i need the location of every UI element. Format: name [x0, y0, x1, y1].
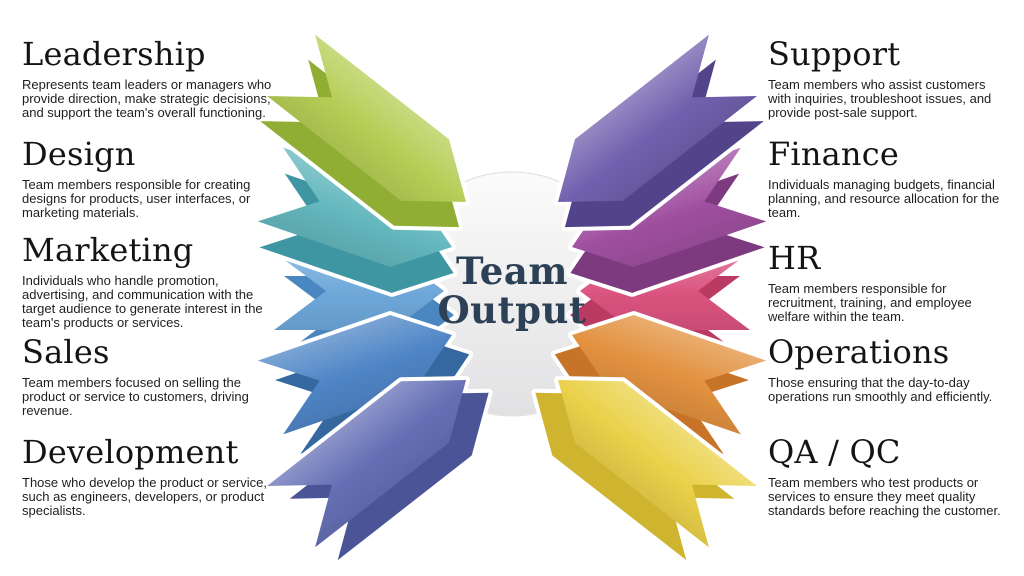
section-title: HR	[768, 239, 821, 277]
section-description: Those who develop the product or service…	[22, 475, 267, 519]
section-support: Support Team members who assist customer…	[768, 35, 1008, 120]
arrow-left-1	[253, 143, 458, 297]
arrow-front-face	[572, 315, 767, 435]
section-marketing: Marketing Individuals who handle promoti…	[22, 231, 274, 330]
arrow-left-4	[263, 376, 493, 565]
section-sales: Sales Team members focused on selling th…	[22, 333, 274, 418]
arrow-front-face	[267, 34, 466, 202]
arrow-right-0	[554, 30, 768, 232]
section-title: Support	[768, 35, 901, 73]
section-description: Team members focused on selling the prod…	[22, 375, 249, 419]
section-description: Team members responsible for recruitment…	[768, 281, 972, 325]
arrow-front-face	[257, 147, 452, 267]
arrow-front-face	[257, 315, 452, 435]
section-design: Design Team members responsible for crea…	[22, 135, 274, 220]
section-leadership: Leadership Represents team leaders or ma…	[22, 35, 274, 120]
section-title: Leadership	[22, 35, 206, 73]
section-hr: HR Team members responsible for recruitm…	[768, 239, 1008, 324]
section-title: Marketing	[22, 231, 194, 269]
section-description: Team members responsible for creating de…	[22, 177, 251, 221]
section-description: Individuals who handle promotion, advert…	[22, 273, 263, 331]
arrow-front-face	[267, 380, 466, 548]
section-title: Operations	[768, 333, 950, 371]
arrow-right-4	[531, 376, 761, 565]
section-title: Finance	[768, 135, 899, 173]
section-description: Those ensuring that the day-to-day opera…	[768, 375, 993, 405]
section-title: Development	[22, 433, 239, 471]
arrow-front-face	[558, 380, 757, 548]
section-description: Team members who test products or servic…	[768, 475, 1001, 519]
section-description: Team members who assist customers with i…	[768, 77, 992, 121]
arrow-front-face	[572, 147, 767, 267]
section-description: Individuals managing budgets, financial …	[768, 177, 1000, 221]
arrow-right-1	[566, 143, 771, 297]
section-title: Design	[22, 135, 136, 173]
section-finance: Finance Individuals managing budgets, fi…	[768, 135, 1008, 220]
section-description: Represents team leaders or managers who …	[22, 77, 272, 121]
section-qa-qc: QA / QC Team members who test products o…	[768, 433, 1008, 518]
section-title: QA / QC	[768, 433, 901, 471]
section-title: Sales	[22, 333, 110, 371]
center-label-line2: Output	[437, 288, 586, 332]
arrow-layer	[253, 30, 771, 565]
section-operations: Operations Those ensuring that the day-t…	[768, 333, 1008, 404]
center-label-line1: Team	[456, 249, 568, 293]
arrow-front-face	[558, 34, 757, 202]
arrow-right-3	[550, 311, 771, 458]
section-development: Development Those who develop the produc…	[22, 433, 274, 518]
arrow-left-0	[256, 30, 470, 232]
